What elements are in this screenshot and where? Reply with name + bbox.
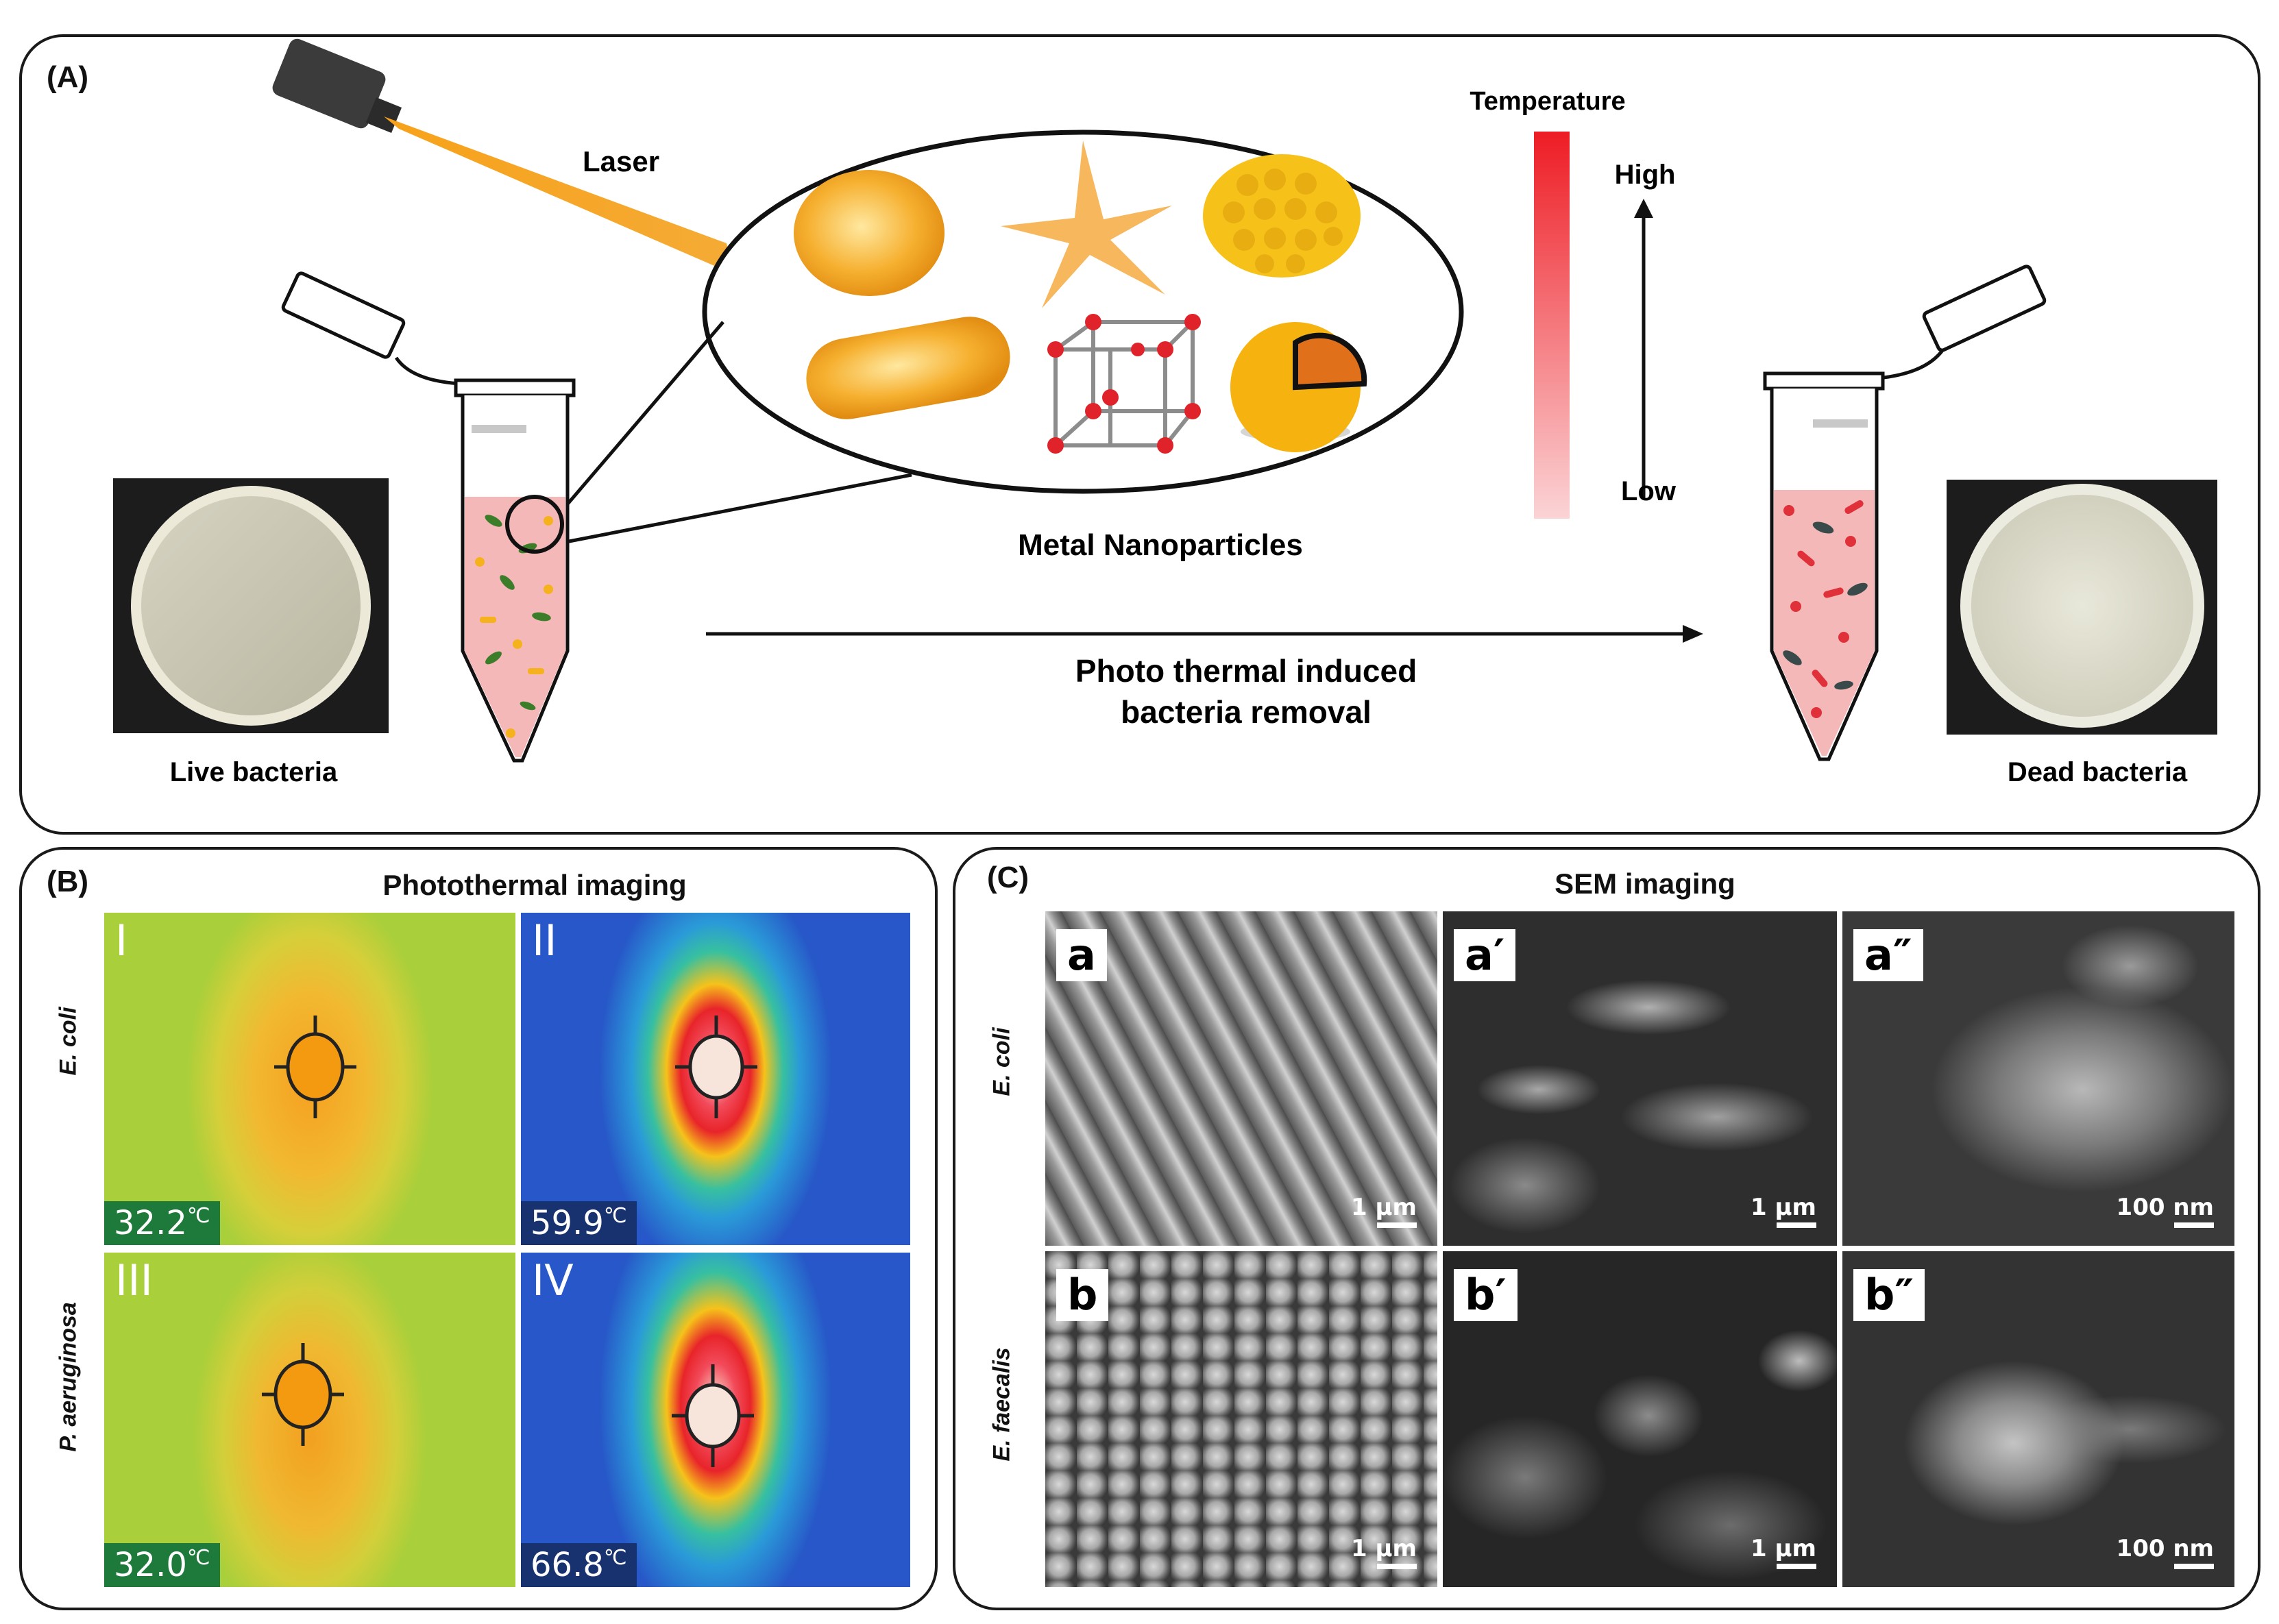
rod-icon (806, 317, 1010, 419)
crosshair-icon (262, 1343, 344, 1446)
sem-image-b-double-prime: b″ 100 nm (1842, 1251, 2234, 1587)
sem-scale-label: 100 nm (2116, 1535, 2214, 1562)
right-tube-icon (1763, 264, 2047, 761)
thermal-temp-readout: 32.2℃ (104, 1201, 220, 1245)
low-label: Low (1621, 476, 1677, 506)
sem-scale-label: 1 μm (1351, 1535, 1417, 1562)
live-plate-icon (141, 496, 361, 715)
sem-image-b: b 1 μm (1045, 1251, 1437, 1587)
left-tube-icon (281, 271, 576, 763)
scale-bar (2174, 1222, 2214, 1228)
dead-plate-icon (1971, 495, 2193, 717)
nanoparticles-label: Metal Nanoparticles (1018, 528, 1303, 562)
panel-c-label: (C) (987, 861, 1029, 894)
zoom-line-bottom (561, 473, 912, 545)
scale-bar (1377, 1222, 1417, 1228)
high-label: High (1615, 160, 1676, 190)
thermal-temp-readout: 59.9℃ (521, 1201, 637, 1245)
temperature-gradient-bar (1534, 132, 1570, 519)
panel-c-row1-label: E. coli (988, 1027, 1015, 1096)
panel-c-row2-label: E. faecalis (988, 1347, 1015, 1462)
process-label-line1: Photo thermal induced (1075, 653, 1417, 689)
sem-tag: b″ (1853, 1269, 1925, 1322)
scale-bar (1777, 1564, 1816, 1569)
thermal-image-i: I 32.2℃ (104, 913, 515, 1245)
sem-image-b-prime: b′ 1 μm (1443, 1251, 1837, 1587)
panel-b-label: (B) (47, 865, 89, 898)
sem-scale-label: 100 nm (2116, 1194, 2214, 1221)
temperature-label: Temperature (1470, 87, 1625, 116)
thermal-image-iv: IV 66.8℃ (521, 1253, 910, 1587)
scale-bar (2174, 1564, 2214, 1569)
scale-bar (1377, 1564, 1417, 1569)
sem-image-a: a 1 μm (1045, 911, 1437, 1246)
sem-scale-label: 1 μm (1751, 1194, 1816, 1221)
panel-b-row1-label: E. coli (55, 1007, 82, 1076)
thermal-temp-readout: 66.8℃ (521, 1543, 637, 1587)
cluster-icon (1203, 154, 1361, 278)
thermal-numeral: IV (532, 1255, 574, 1305)
thermal-image-ii: II 59.9℃ (521, 913, 910, 1245)
thermal-numeral: III (115, 1255, 153, 1305)
panel-c-title: SEM imaging (1555, 868, 1735, 900)
arrow-up-icon (1634, 199, 1653, 218)
sphere-icon (794, 170, 944, 296)
arrow-right-icon (1683, 625, 1703, 643)
thermal-image-iii: III 32.0℃ (104, 1253, 515, 1587)
star-icon (1001, 140, 1172, 308)
core-shell-icon (1230, 322, 1367, 452)
thermal-numeral: II (532, 915, 557, 965)
thermal-numeral: I (115, 915, 128, 965)
sem-image-a-prime: a′ 1 μm (1443, 911, 1837, 1246)
crosshair-icon (274, 1016, 356, 1118)
dead-bacteria-label: Dead bacteria (2008, 757, 2188, 787)
sem-tag: a″ (1853, 929, 1923, 982)
process-label-line2: bacteria removal (1121, 694, 1372, 730)
laser-beam (384, 116, 733, 274)
thermal-temp-readout: 32.0℃ (104, 1543, 220, 1587)
panel-a-label: (A) (47, 60, 89, 94)
sem-scale-label: 1 μm (1751, 1535, 1816, 1562)
sem-tag: b (1056, 1269, 1109, 1322)
scale-bar (1777, 1222, 1816, 1228)
laser-icon (272, 38, 402, 134)
live-bacteria-label: Live bacteria (170, 757, 338, 787)
crosshair-icon (672, 1364, 754, 1467)
sem-tag: a (1056, 929, 1107, 982)
panel-b-title: Photothermal imaging (382, 869, 687, 901)
lattice-icon (1047, 314, 1201, 454)
panel-a-diagram: Laser Metal Nanoparticles Temperat (113, 38, 2217, 787)
sem-tag: a′ (1454, 929, 1516, 982)
panel-b-row2-label: P. aeruginosa (55, 1302, 82, 1452)
laser-label: Laser (583, 145, 659, 177)
zoom-line-top (561, 321, 724, 512)
sem-scale-label: 1 μm (1351, 1194, 1417, 1221)
sem-tag: b′ (1454, 1269, 1518, 1322)
crosshair-icon (675, 1016, 757, 1118)
sem-image-a-double-prime: a″ 100 nm (1842, 911, 2234, 1246)
